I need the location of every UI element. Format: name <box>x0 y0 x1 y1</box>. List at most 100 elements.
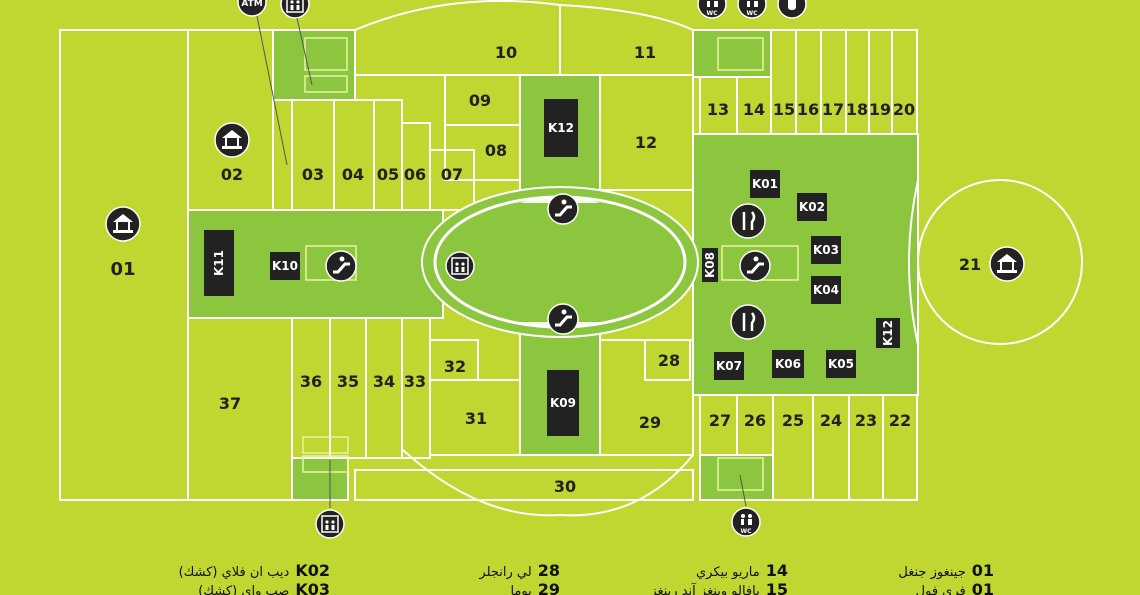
svg-text:WC: WC <box>706 10 718 17</box>
legend-item[interactable]: 14ماريو بيكري <box>695 561 788 580</box>
store-04[interactable] <box>333 99 375 211</box>
svg-text:K10: K10 <box>272 259 298 273</box>
escalator-icon[interactable] <box>547 303 579 335</box>
svg-text:WC: WC <box>746 10 758 17</box>
store-label-22: 22 <box>889 411 911 430</box>
svg-text:K11: K11 <box>212 250 226 276</box>
wc-accessible-icon[interactable]: WC <box>697 0 727 19</box>
store-label-12: 12 <box>635 133 657 152</box>
elevator-icon[interactable] <box>445 251 475 281</box>
store-label-35: 35 <box>337 372 359 391</box>
leader-lines <box>256 15 747 508</box>
kiosk-k12a[interactable]: K12 <box>544 99 578 157</box>
svg-text:K02: K02 <box>799 200 825 214</box>
svg-text:WC: WC <box>740 528 752 535</box>
kiosk-k04[interactable]: K04 <box>811 276 841 304</box>
legend-item[interactable]: 01جينغوز جنغل <box>898 561 994 580</box>
legend-item[interactable]: 29بوما <box>510 580 560 595</box>
svg-text:K08: K08 <box>703 252 717 278</box>
wc-accessible-icon[interactable]: WC <box>731 507 761 537</box>
legend-col3: 28لي رانجلر 29بوما <box>479 561 560 595</box>
kiosk-k10[interactable]: K10 <box>270 252 300 280</box>
svg-text:K09: K09 <box>550 396 576 410</box>
carousel-icon[interactable] <box>214 122 250 158</box>
store-label-10: 10 <box>495 43 517 62</box>
store-label-30: 30 <box>554 477 576 496</box>
legend-item[interactable]: 01فري فول <box>915 580 994 595</box>
store-label-19: 19 <box>869 100 891 119</box>
kiosk-k09[interactable]: K09 <box>547 370 579 436</box>
store-label-27: 27 <box>709 411 731 430</box>
store-label-08: 08 <box>485 141 507 160</box>
kiosk-k12b[interactable]: K12 <box>876 318 900 348</box>
kiosk-k05[interactable]: K05 <box>826 350 856 378</box>
store-label-34: 34 <box>373 372 395 391</box>
store-label-07: 07 <box>441 165 463 184</box>
store-label-25: 25 <box>782 411 804 430</box>
svg-text:K07: K07 <box>716 359 742 373</box>
carousel-icon[interactable] <box>105 206 141 242</box>
svg-text:K03: K03 <box>813 243 839 257</box>
legend-col1: 01جينغوز جنغل 01فري فول <box>898 561 994 595</box>
store-label-37: 37 <box>219 394 241 413</box>
legend-col2: 14ماريو بيكري 15بافالو وينغز آند رينغز <box>650 561 788 595</box>
escalator-icon[interactable] <box>739 250 771 282</box>
kiosk-k02[interactable]: K02 <box>797 193 827 221</box>
kiosk-k01[interactable]: K01 <box>750 170 780 198</box>
svg-text:ATM: ATM <box>241 0 262 9</box>
store-label-11: 11 <box>634 43 656 62</box>
kiosk-k11[interactable]: K11 <box>204 230 234 296</box>
store-label-21: 21 <box>959 255 981 274</box>
kiosk-k06[interactable]: K06 <box>772 350 804 378</box>
store-label-33: 33 <box>404 372 426 391</box>
store-28[interactable] <box>644 339 691 381</box>
store-label-01: 01 <box>110 259 135 280</box>
store-05[interactable] <box>373 99 403 211</box>
atm-icon[interactable]: ATM <box>237 0 267 17</box>
svg-text:K06: K06 <box>775 357 801 371</box>
store-label-02: 02 <box>221 165 243 184</box>
store-10-11-area[interactable] <box>354 0 694 76</box>
svg-text:K12: K12 <box>881 320 895 346</box>
store-label-28: 28 <box>658 351 680 370</box>
store-label-18: 18 <box>846 100 868 119</box>
kiosk-k08[interactable]: K08 <box>702 248 718 282</box>
store-label-16: 16 <box>797 100 819 119</box>
store-03[interactable] <box>291 99 335 211</box>
legend-item[interactable]: 28لي رانجلر <box>479 561 560 580</box>
wc-icon[interactable]: WC <box>737 0 767 19</box>
store-label-04: 04 <box>342 165 364 184</box>
escalator-icon[interactable] <box>325 250 357 282</box>
baby-room-icon[interactable] <box>777 0 807 19</box>
elevator-icon[interactable] <box>280 0 310 19</box>
store-label-03: 03 <box>302 165 324 184</box>
store-label-14: 14 <box>743 100 765 119</box>
restaurant-icon[interactable] <box>730 304 766 340</box>
store-label-17: 17 <box>822 100 844 119</box>
elevator-icon[interactable] <box>315 509 345 539</box>
kiosk-k07[interactable]: K07 <box>714 352 744 380</box>
store-label-26: 26 <box>744 411 766 430</box>
store-label-24: 24 <box>820 411 842 430</box>
legend-item[interactable]: K02ديب ان فلاي (كشك) <box>178 561 330 580</box>
store-label-06: 06 <box>404 165 426 184</box>
escalator-icon[interactable] <box>547 193 579 225</box>
store-label-23: 23 <box>855 411 877 430</box>
store-label-29: 29 <box>639 413 661 432</box>
store-label-15: 15 <box>773 100 795 119</box>
kiosk-k03[interactable]: K03 <box>811 236 841 264</box>
legend-item[interactable]: K03صب واي (كشك) <box>198 580 330 595</box>
store-label-32: 32 <box>444 357 466 376</box>
svg-text:K04: K04 <box>813 283 839 297</box>
store-30[interactable] <box>354 468 694 501</box>
store-label-36: 36 <box>300 372 322 391</box>
carousel-icon[interactable] <box>989 246 1025 282</box>
store-label-20: 20 <box>893 100 915 119</box>
store-label-05: 05 <box>377 165 399 184</box>
restaurant-icon[interactable] <box>730 203 766 239</box>
svg-text:K12: K12 <box>548 121 574 135</box>
store-label-31: 31 <box>465 409 487 428</box>
legend-item[interactable]: 15بافالو وينغز آند رينغز <box>650 580 788 595</box>
